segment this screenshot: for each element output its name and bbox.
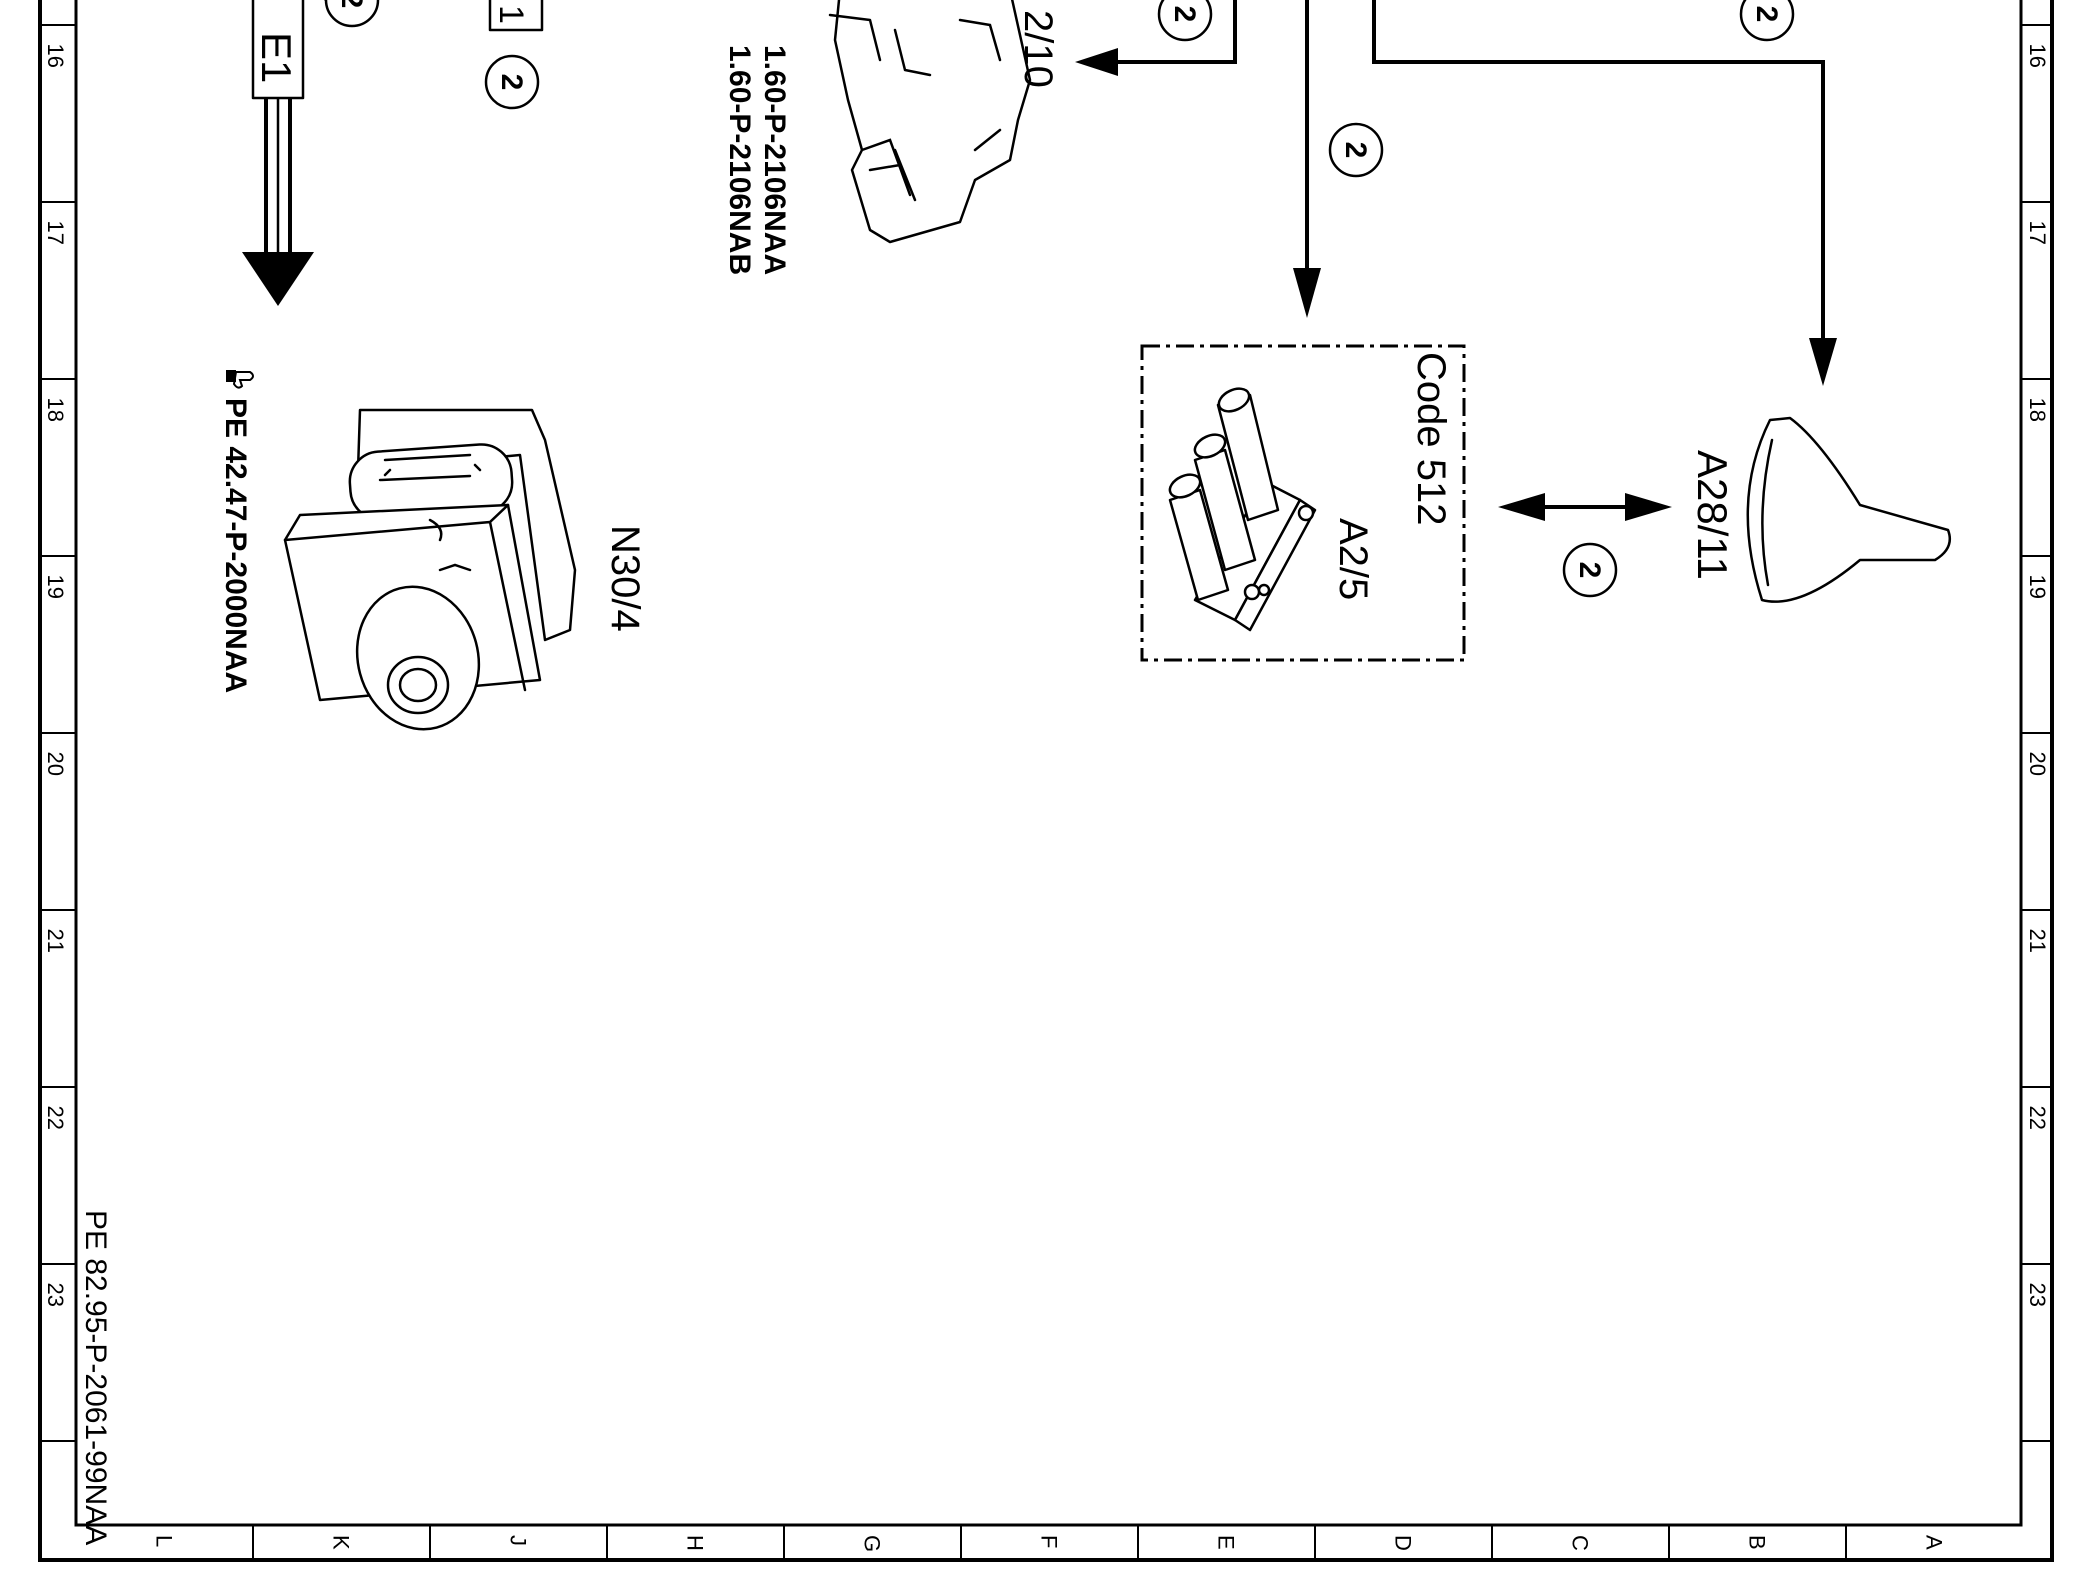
wire-number-badge: 2 bbox=[324, 0, 380, 28]
row-label-left: 20 bbox=[43, 752, 68, 776]
component-a28-11-label: A28/11 bbox=[1689, 450, 1736, 580]
arrow-down-icon bbox=[1293, 268, 1321, 318]
wire-number-badges: 2 2 2 2 2 2 bbox=[324, 0, 1795, 598]
wire-number: 2 bbox=[495, 74, 528, 91]
row-label-left: 23 bbox=[43, 1283, 68, 1307]
column-label: H bbox=[683, 1535, 708, 1551]
arrow-left-icon bbox=[1075, 48, 1118, 76]
control-module: 2/10 1.60-P-2106NAA 1.60-P-2106NAB bbox=[723, 0, 1060, 275]
row-label-right: 22 bbox=[2025, 1106, 2050, 1130]
drawing-frame bbox=[38, 0, 2054, 1562]
row-label-left: 21 bbox=[43, 929, 68, 953]
component-a28-11: A28/11 bbox=[1689, 416, 1952, 603]
row-label-right: 17 bbox=[2025, 221, 2050, 245]
connector-e1-label: E1 bbox=[253, 32, 300, 83]
arrow-down-icon bbox=[1809, 338, 1837, 386]
component-n30-4: N30/4 PE 42.47-P-2000NAA bbox=[219, 370, 647, 731]
row-label-left: 18 bbox=[43, 398, 68, 422]
row-label-right: 20 bbox=[2025, 752, 2050, 776]
wire-number-badge: 2 bbox=[1739, 0, 1795, 42]
wire-number: 2 bbox=[1573, 562, 1606, 579]
row-labels-right: 16 17 18 19 20 21 22 23 bbox=[2025, 44, 2050, 1307]
wire-number: 2 bbox=[335, 0, 368, 8]
connector-1-label: 1 bbox=[492, 5, 530, 24]
row-label-right: 21 bbox=[2025, 929, 2050, 953]
wire-number-badge: 2 bbox=[1562, 542, 1618, 598]
column-label: A bbox=[1922, 1535, 1947, 1550]
component-a2-5: Code 512 A2/5 bbox=[1140, 344, 1466, 662]
wire-number: 2 bbox=[1339, 142, 1372, 159]
connector-1: 1 bbox=[488, 0, 544, 32]
column-label: D bbox=[1391, 1535, 1416, 1551]
column-label: J bbox=[506, 1535, 531, 1546]
arrow-down-icon bbox=[242, 252, 314, 306]
module-ref-2: 1.60-P-2106NAB bbox=[723, 45, 756, 275]
wire-number: 2 bbox=[1168, 6, 1201, 23]
column-label: C bbox=[1568, 1535, 1593, 1551]
column-label: E bbox=[1214, 1535, 1239, 1550]
pointing-hand-icon bbox=[226, 370, 254, 389]
row-label-right: 18 bbox=[2025, 398, 2050, 422]
column-label: L bbox=[152, 1535, 177, 1547]
arrow-left-icon bbox=[1498, 493, 1545, 521]
component-a2-5-code: Code 512 bbox=[1409, 352, 1453, 525]
row-label-right: 23 bbox=[2025, 1283, 2050, 1307]
component-n30-4-label: N30/4 bbox=[603, 525, 647, 632]
row-label-left: 19 bbox=[43, 575, 68, 599]
column-label: G bbox=[860, 1535, 885, 1552]
row-labels-left: 16 17 18 19 20 21 22 23 bbox=[43, 44, 68, 1307]
component-n30-4-ref: PE 42.47-P-2000NAA bbox=[219, 398, 252, 693]
row-label-left: 22 bbox=[43, 1106, 68, 1130]
module-label: 2/10 bbox=[1016, 10, 1060, 88]
row-label-left: 17 bbox=[43, 221, 68, 245]
row-label-right: 19 bbox=[2025, 575, 2050, 599]
wire-number-badge: 2 bbox=[484, 54, 540, 110]
module-ref-1: 1.60-P-2106NAA bbox=[758, 45, 791, 275]
wire-number-badge: 2 bbox=[1328, 122, 1384, 178]
wire-number: 2 bbox=[1750, 6, 1783, 23]
wiring-lines bbox=[1075, 0, 1837, 521]
column-label: B bbox=[1745, 1535, 1770, 1550]
column-label: K bbox=[329, 1535, 354, 1550]
column-label: F bbox=[1037, 1535, 1062, 1548]
row-label-right: 16 bbox=[2025, 44, 2050, 68]
title-reference: PE 82.95-P-2061-99NAA bbox=[79, 1210, 112, 1545]
wire-number-badge: 2 bbox=[1157, 0, 1213, 42]
component-a2-5-label: A2/5 bbox=[1331, 518, 1375, 600]
connector-e1: E1 bbox=[242, 0, 369, 306]
arrow-right-icon bbox=[1625, 493, 1672, 521]
row-label-left: 16 bbox=[43, 44, 68, 68]
